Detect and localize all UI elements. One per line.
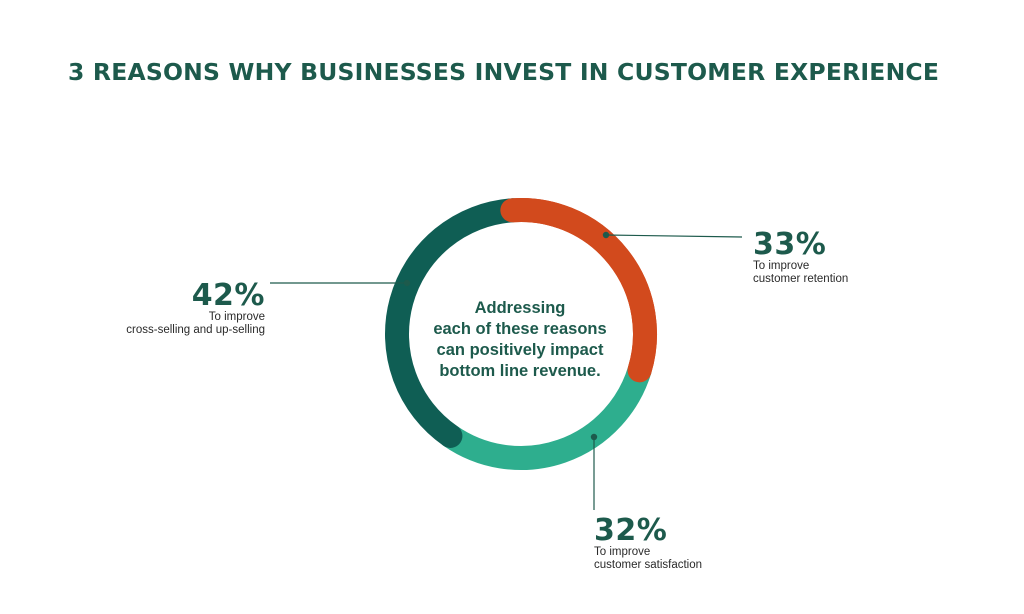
callout-cross-selling: 42% To improve cross-selling and up-sell…	[80, 281, 265, 337]
donut-slice-3	[385, 198, 525, 448]
callout-dot-satisfaction	[590, 433, 598, 441]
center-text-line: each of these reasons	[433, 320, 607, 338]
chart-title: 3 REASONS WHY BUSINESSES INVEST IN CUSTO…	[68, 58, 940, 86]
center-text-line: bottom line revenue.	[439, 362, 601, 380]
center-text-line: can positively impact	[436, 341, 604, 359]
center-text: Addressing each of these reasons can pos…	[420, 298, 620, 382]
desc-line: cross-selling and up-selling	[126, 324, 265, 336]
callout-dot-retention	[602, 231, 610, 239]
donut-slice-2	[438, 358, 652, 470]
data-label-cross-selling: 42%	[191, 278, 265, 313]
desc-line: customer satisfaction	[594, 559, 703, 571]
donut-slice-1-cap	[500, 198, 657, 383]
desc-line: customer retention	[753, 273, 849, 285]
callout-dot-cross-selling	[403, 279, 411, 287]
center-text-line: Addressing	[474, 299, 566, 317]
callout-satisfaction: 32% To improve customer satisfaction	[594, 516, 702, 572]
desc-line: To improve	[753, 260, 810, 272]
callout-line-retention	[605, 234, 743, 238]
data-label-retention: 33%	[753, 227, 827, 262]
desc-line: To improve	[594, 546, 651, 558]
desc-line: To improve	[208, 311, 265, 323]
callout-retention: 33% To improve customer retention	[753, 230, 848, 286]
data-label-satisfaction: 32%	[594, 513, 668, 548]
